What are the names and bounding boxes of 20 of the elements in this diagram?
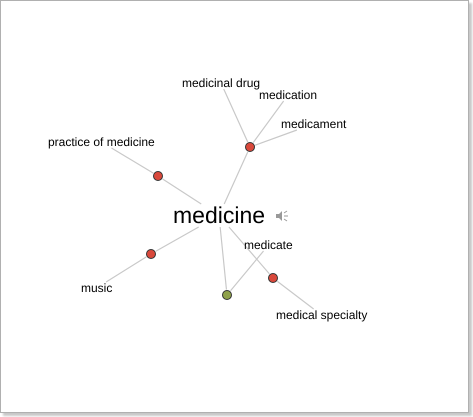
word-label: practice of medicine (48, 136, 155, 148)
connector-line (228, 226, 270, 274)
connector-line (220, 226, 228, 290)
connector-line (223, 88, 248, 142)
connector-line (254, 129, 298, 146)
word-label: medication (259, 89, 318, 101)
word-label: medicinal drug (182, 77, 260, 89)
connector-line (252, 100, 284, 143)
connector-line (230, 250, 264, 292)
word-label: medical specialty (276, 309, 368, 321)
connector-line (106, 256, 147, 282)
connector-line (111, 147, 154, 174)
word-label: medicament (281, 118, 346, 130)
connector-line (224, 152, 248, 204)
headword-label: medicine (173, 204, 266, 227)
connector-line (162, 178, 202, 204)
connector-line (155, 226, 199, 252)
word-label: music (81, 282, 112, 294)
connector-line (277, 280, 314, 310)
word-label: medicate (244, 239, 293, 251)
